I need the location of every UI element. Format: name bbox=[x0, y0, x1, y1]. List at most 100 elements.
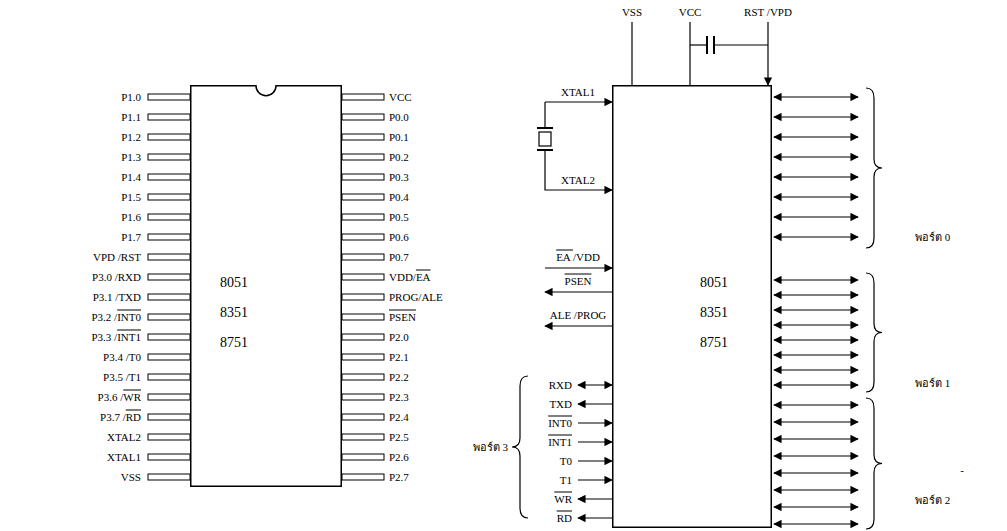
signal-name: พอร์ต 1 bbox=[915, 377, 950, 390]
wire bbox=[545, 291, 612, 292]
pin bbox=[148, 374, 190, 380]
wire bbox=[545, 150, 612, 190]
signal-name: RD bbox=[557, 512, 572, 525]
pin-name: P1.1 bbox=[121, 111, 141, 124]
wire bbox=[774, 196, 858, 197]
pin bbox=[148, 434, 190, 440]
pin-name: P2.5 bbox=[389, 431, 409, 444]
pin bbox=[342, 94, 384, 100]
signal-name: INT0 bbox=[548, 417, 572, 430]
wire bbox=[545, 101, 612, 102]
crystal-symbol bbox=[539, 132, 551, 146]
pin-name: P3.4 /T0 bbox=[103, 351, 141, 364]
wire bbox=[578, 384, 612, 385]
wire bbox=[578, 441, 612, 442]
chip-body: 805183518751 bbox=[190, 85, 342, 487]
pin bbox=[342, 214, 384, 220]
pin bbox=[148, 134, 190, 140]
chip-number: 8351 bbox=[700, 305, 728, 321]
pin-name: VPD /RST bbox=[93, 251, 141, 264]
bracket bbox=[866, 273, 882, 392]
pin-name: PSEN bbox=[389, 311, 416, 324]
wire bbox=[774, 324, 858, 325]
pin bbox=[148, 154, 190, 160]
wire bbox=[774, 116, 858, 117]
pin-name: P1.6 bbox=[121, 211, 141, 224]
pin-name: P3.3 /INT1 bbox=[91, 331, 141, 344]
pin-name: P2.3 bbox=[389, 391, 409, 404]
pin-name: P3.0 /RXD bbox=[92, 271, 141, 284]
signal-name: PSEN bbox=[565, 275, 592, 288]
signal-name: ALE /PROG bbox=[550, 309, 607, 322]
bracket bbox=[866, 88, 882, 248]
signal-name: VSS bbox=[622, 6, 642, 19]
chip-number: 8351 bbox=[220, 305, 248, 321]
pin bbox=[342, 254, 384, 260]
signal-name: XTAL2 bbox=[561, 174, 595, 187]
pin bbox=[148, 94, 190, 100]
wire bbox=[689, 22, 690, 85]
pin bbox=[148, 194, 190, 200]
pin-name: P1.5 bbox=[121, 191, 141, 204]
chip-number: 8051 bbox=[220, 275, 248, 291]
wire bbox=[774, 136, 858, 137]
wire bbox=[578, 479, 612, 480]
pin-name: XTAL1 bbox=[107, 451, 141, 464]
pin-name: P1.3 bbox=[121, 151, 141, 164]
chip-outline bbox=[190, 85, 342, 487]
pin-name: P1.4 bbox=[121, 171, 141, 184]
wire bbox=[774, 455, 858, 456]
pin bbox=[342, 154, 384, 160]
pin bbox=[148, 454, 190, 460]
wire bbox=[774, 472, 858, 473]
pin bbox=[148, 254, 190, 260]
wire bbox=[774, 279, 858, 280]
bracket bbox=[512, 376, 528, 518]
chip-body: 805183518751 bbox=[612, 85, 772, 528]
signal-name: TXD bbox=[549, 398, 572, 411]
wire bbox=[774, 438, 858, 439]
pin-name: P0.7 bbox=[389, 251, 409, 264]
wire bbox=[774, 339, 858, 340]
wire bbox=[690, 44, 707, 45]
pin bbox=[342, 474, 384, 480]
wire bbox=[706, 36, 708, 54]
pin bbox=[342, 274, 384, 280]
pin-name: P0.4 bbox=[389, 191, 409, 204]
pin bbox=[342, 314, 384, 320]
pin-name: XTAL2 bbox=[107, 431, 141, 444]
wire bbox=[774, 176, 858, 177]
wire bbox=[774, 489, 858, 490]
signal-name: WR bbox=[554, 493, 572, 506]
pin-name: P3.7 /RD bbox=[100, 411, 141, 424]
pin-name: P2.2 bbox=[389, 371, 409, 384]
pin-name: P3.2 /INT0 bbox=[91, 311, 141, 324]
pin-name: P0.1 bbox=[389, 131, 409, 144]
wire bbox=[774, 404, 858, 405]
pin bbox=[148, 174, 190, 180]
signal-name: - bbox=[960, 464, 964, 477]
wire bbox=[767, 22, 768, 85]
pin bbox=[148, 294, 190, 300]
pin-name: P0.5 bbox=[389, 211, 409, 224]
wire bbox=[578, 422, 612, 423]
pin-name: P2.0 bbox=[389, 331, 409, 344]
pin-name: VDD/EA bbox=[389, 271, 431, 284]
signal-name: VCC bbox=[679, 6, 702, 19]
signal-name: พอร์ต 0 bbox=[915, 231, 950, 244]
signal-name: EA /VDD bbox=[556, 251, 600, 264]
pin-name: P2.7 bbox=[389, 471, 409, 484]
chip-outline bbox=[612, 85, 772, 528]
wire bbox=[545, 267, 612, 268]
wire bbox=[578, 517, 612, 518]
pin bbox=[342, 234, 384, 240]
wire bbox=[774, 216, 858, 217]
wire bbox=[537, 127, 553, 129]
signal-name: พอร์ต 2 bbox=[915, 494, 950, 507]
wire bbox=[545, 325, 612, 326]
wire bbox=[774, 369, 858, 370]
wire bbox=[774, 236, 858, 237]
pin bbox=[148, 234, 190, 240]
pin-name: P3.1 /TXD bbox=[93, 291, 141, 304]
pin-name: PROG/ALE bbox=[389, 291, 443, 304]
